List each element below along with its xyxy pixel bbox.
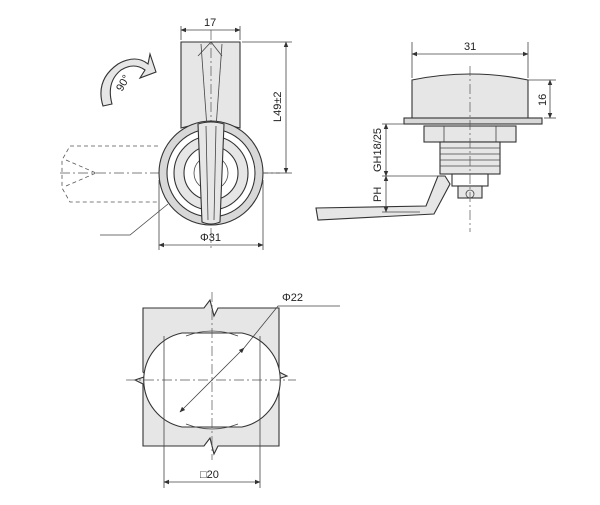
- dim-cutout-square: □20: [200, 469, 219, 481]
- side-flange: [403, 117, 543, 125]
- handle-body: [180, 41, 241, 129]
- dim-cutout-diameter: Φ22: [282, 292, 303, 304]
- side-cam: [315, 175, 451, 221]
- front-view: 90° 17 L49±2 Φ31: [60, 17, 292, 250]
- dim-length: L49±2: [272, 91, 284, 122]
- rotation-arrow: [100, 51, 157, 107]
- cutout-view: Φ22 □20: [126, 292, 340, 488]
- dim-handle-width: 17: [204, 17, 216, 29]
- dim-body-diameter: Φ31: [200, 232, 221, 244]
- side-cap: [411, 73, 529, 119]
- dim-ph: PH: [372, 187, 384, 202]
- dim-grip-range: GH18/25: [372, 128, 384, 172]
- handle-rotated-ghost: [61, 145, 158, 203]
- rotation-label: 90°: [114, 73, 133, 93]
- side-view: 31 16 GH18/25 PH: [315, 41, 556, 232]
- dim-side-width: 31: [464, 41, 476, 53]
- dim-side-height: 16: [537, 94, 549, 106]
